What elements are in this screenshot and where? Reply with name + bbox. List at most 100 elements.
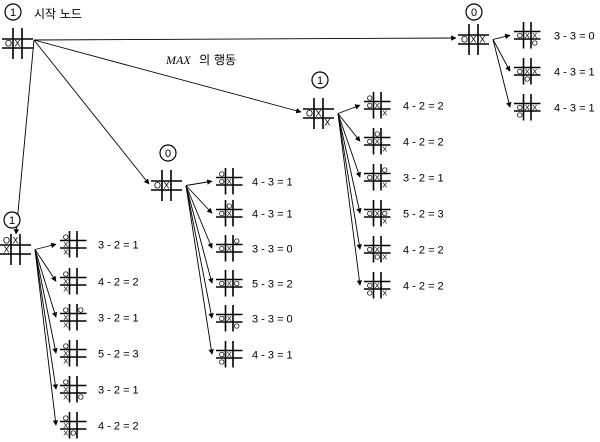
o-mark: O	[367, 209, 373, 218]
o-mark: O	[517, 103, 523, 112]
x-mark: X	[227, 279, 232, 288]
o-mark: O	[382, 209, 388, 218]
x-mark: X	[227, 209, 232, 218]
far-right-edge-1	[492, 33, 511, 40]
o-mark: O	[374, 252, 380, 261]
middle-child-score-5: 3 - 3 = 0	[252, 313, 293, 325]
x-mark: X	[532, 103, 537, 112]
left-edge-6	[34, 249, 59, 426]
left-child-board-2: OXX	[60, 268, 87, 295]
o-mark: O	[219, 279, 225, 288]
x-mark: X	[63, 349, 68, 358]
middle-child-score-3: 3 - 3 = 0	[252, 243, 293, 255]
x-mark: X	[163, 181, 169, 191]
o-mark: O	[367, 137, 373, 146]
right-edge-2	[337, 113, 361, 142]
texts-layer: 시작 노드 MAX 의 행동	[34, 7, 236, 68]
o-mark: O	[219, 314, 225, 323]
middle-edge-1	[185, 179, 213, 186]
edge-root-to-left	[13, 39, 35, 235]
x-mark: X	[63, 356, 68, 365]
x-mark: X	[382, 180, 387, 189]
x-mark: X	[63, 385, 68, 394]
left-child-board-1: OXX	[60, 231, 87, 258]
x-mark: X	[532, 67, 537, 76]
badge-value: 0	[471, 7, 477, 19]
x-mark: X	[375, 281, 380, 290]
right-edge-1	[337, 104, 361, 114]
far-right-edge-3	[492, 39, 512, 108]
left-edge-4	[34, 249, 58, 354]
right-edge-4	[337, 113, 362, 214]
middle-child-score-1: 4 - 3 = 1	[252, 176, 293, 188]
x-mark: X	[382, 216, 387, 225]
far-right-badge: 0	[465, 3, 483, 21]
o-mark: O	[367, 245, 373, 254]
o-mark: O	[367, 93, 373, 102]
middle-child-score-4: 5 - 3 = 2	[252, 278, 293, 290]
o-mark: O	[70, 428, 76, 437]
x-mark: X	[227, 244, 232, 253]
middle-edge-5	[185, 185, 214, 319]
badge-circle	[3, 211, 21, 229]
middle-child-score-2: 4 - 3 = 1	[252, 208, 293, 220]
edges-layer	[13, 33, 512, 426]
far-right-child-score-2: 4 - 3 = 1	[554, 66, 595, 78]
edge-root-to-far-right	[33, 35, 457, 41]
badge-circle	[159, 144, 177, 162]
badge-circle	[465, 3, 483, 21]
o-mark: O	[382, 165, 388, 174]
x-mark: X	[63, 277, 68, 286]
middle-child-score-6: 4 - 3 = 1	[252, 349, 293, 361]
max-caption-italic: MAX	[165, 53, 191, 67]
o-mark: O	[524, 74, 530, 83]
right-child-score-2: 4 - 2 = 2	[403, 136, 444, 148]
x-mark: X	[63, 392, 68, 401]
o-mark: O	[219, 169, 225, 178]
o-mark: O	[306, 109, 313, 119]
o-mark: O	[154, 181, 161, 191]
x-mark: X	[324, 118, 330, 128]
root-label: 시작 노드	[34, 7, 82, 21]
o-mark: O	[78, 392, 84, 401]
left-child-score-3: 3 - 2 = 1	[98, 312, 139, 324]
x-mark: X	[63, 313, 68, 322]
o-mark: O	[234, 236, 240, 245]
max-caption: MAX 의 행동	[165, 51, 236, 68]
right-child-score-4: 5 - 2 = 3	[403, 208, 444, 220]
x-mark: X	[63, 320, 68, 329]
o-mark: O	[517, 110, 523, 119]
right-badge: 1	[311, 71, 329, 89]
right-edge-3	[337, 113, 361, 178]
far-right-child-score-1: 3 - 3 = 0	[554, 30, 595, 42]
left-child-score-6: 4 - 2 = 2	[98, 420, 139, 432]
x-mark: X	[382, 144, 387, 153]
x-mark: X	[227, 177, 232, 186]
o-mark: O	[219, 177, 225, 186]
right-child-score-1: 4 - 2 = 2	[403, 100, 444, 112]
left-child-board-4: OXX	[60, 340, 87, 367]
o-mark: O	[374, 129, 380, 138]
max-caption-rest: 의 행동	[199, 52, 236, 67]
x-mark: X	[12, 236, 18, 246]
